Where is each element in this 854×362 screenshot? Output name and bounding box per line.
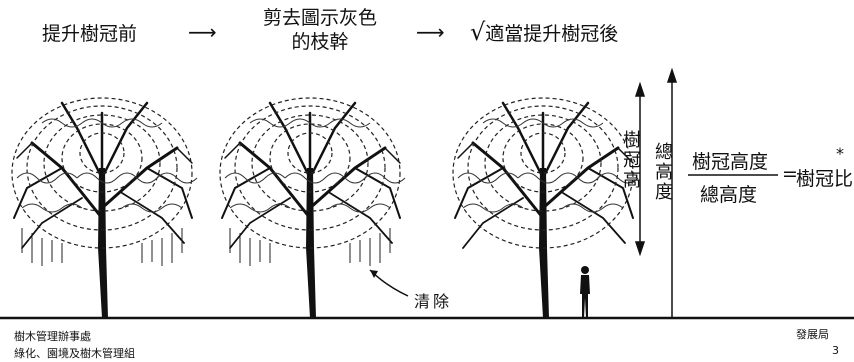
formula-denominator: 總高度 <box>700 184 758 206</box>
person-icon <box>580 266 590 318</box>
total-height-arrow <box>666 67 678 318</box>
step-prune-line1: 剪去圖示灰色 <box>262 7 377 29</box>
step-before-label: 提升樹冠前 <box>42 23 138 45</box>
dept-line1: 樹木管理辦事處 <box>14 330 91 343</box>
step-prune-label: 剪去圖示灰色 的枝幹 <box>240 6 400 54</box>
check-icon: √ <box>470 18 486 46</box>
formula-result: 樹冠比 <box>796 168 854 190</box>
crown-height-arrow <box>634 81 646 257</box>
remove-label: 清除 <box>414 292 453 311</box>
tree-icon <box>10 96 199 320</box>
bureau-label: 發展局 <box>796 328 829 341</box>
step-after-label: √適當提升樹冠後 <box>470 20 618 46</box>
formula-numerator: 樹冠高度 <box>692 151 769 173</box>
step-after-text: 適當提升樹冠後 <box>485 23 619 45</box>
right-arrow-icon: ⟶ <box>188 20 217 44</box>
formula-equals: = <box>782 163 798 185</box>
formula-asterisk: * <box>836 144 844 163</box>
dept-line2: 綠化、園境及樹木管理組 <box>14 347 135 360</box>
tree-icon <box>451 96 640 320</box>
total-height-label: 總高度 <box>652 142 673 202</box>
tree-icon <box>218 96 407 320</box>
page-number: 3 <box>832 344 839 357</box>
right-arrow-icon: ⟶ <box>416 20 445 44</box>
crown-height-label: 樹冠高 <box>620 130 641 190</box>
step-prune-line2: 的枝幹 <box>291 31 349 53</box>
